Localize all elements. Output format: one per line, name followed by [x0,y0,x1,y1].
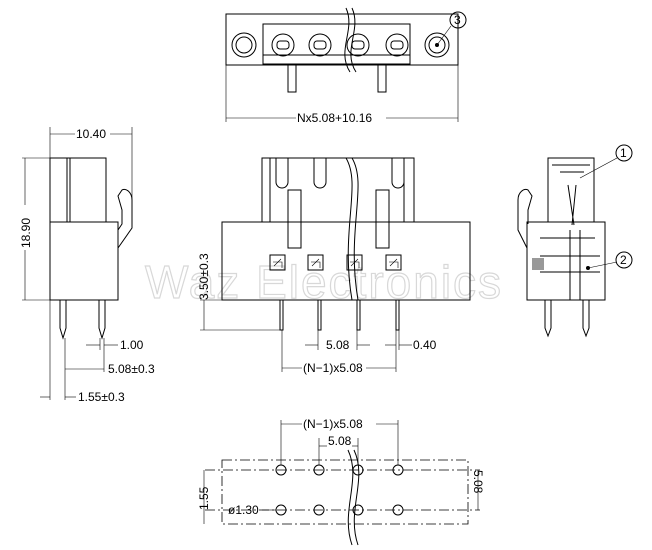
footprint-pitch-dim: 5.08 [328,434,352,448]
standoff-dim: 3.50±0.3 [197,253,211,300]
svg-text:2: 2 [620,253,627,267]
front-view: 3.50±0.3 5.08 0.40 (N−1)x5.08 [197,157,471,375]
holes [275,464,404,516]
svg-text:3: 3 [454,13,461,27]
pin-offset-dim: 1.55±0.3 [78,390,125,404]
overall-length-dim: Nx5.08+10.16 [297,111,372,125]
row-pitch-dim: 5.08 [471,470,485,494]
screw-left-icon [231,32,257,58]
pin-pitch-dim: 5.08±0.3 [108,362,155,376]
width-dim: 10.40 [76,127,106,141]
footprint-span-dim: (N−1)x5.08 [303,417,363,431]
row-offset-dim: 1.55 [197,486,211,510]
hole-diameter-dim: ø1.30 [228,503,259,517]
callout-1 [615,144,633,162]
height-dim: 18.90 [19,218,33,248]
callout-3 [449,11,467,29]
svg-text:1: 1 [620,146,627,160]
side-view: 10.40 18.90 1.00 5.08±0.3 1.55±0.3 [19,127,155,404]
pins [279,299,400,331]
pin-diameter-dim: 1.00 [120,338,144,352]
screw-slot-icons [269,254,402,271]
pcb-footprint: (N−1)x5.08 5.08 1.55 5.08 ø1.30 [197,417,485,546]
top-view: Nx5.08+10.16 3 [225,7,467,125]
pin-span-dim: (N−1)x5.08 [303,361,363,375]
section-view: 1 2 [517,144,633,338]
front-pitch-dim: 5.08 [326,338,350,352]
callout-2 [615,251,633,269]
pin-width-dim: 0.40 [413,338,437,352]
terminal-screws [271,33,409,57]
